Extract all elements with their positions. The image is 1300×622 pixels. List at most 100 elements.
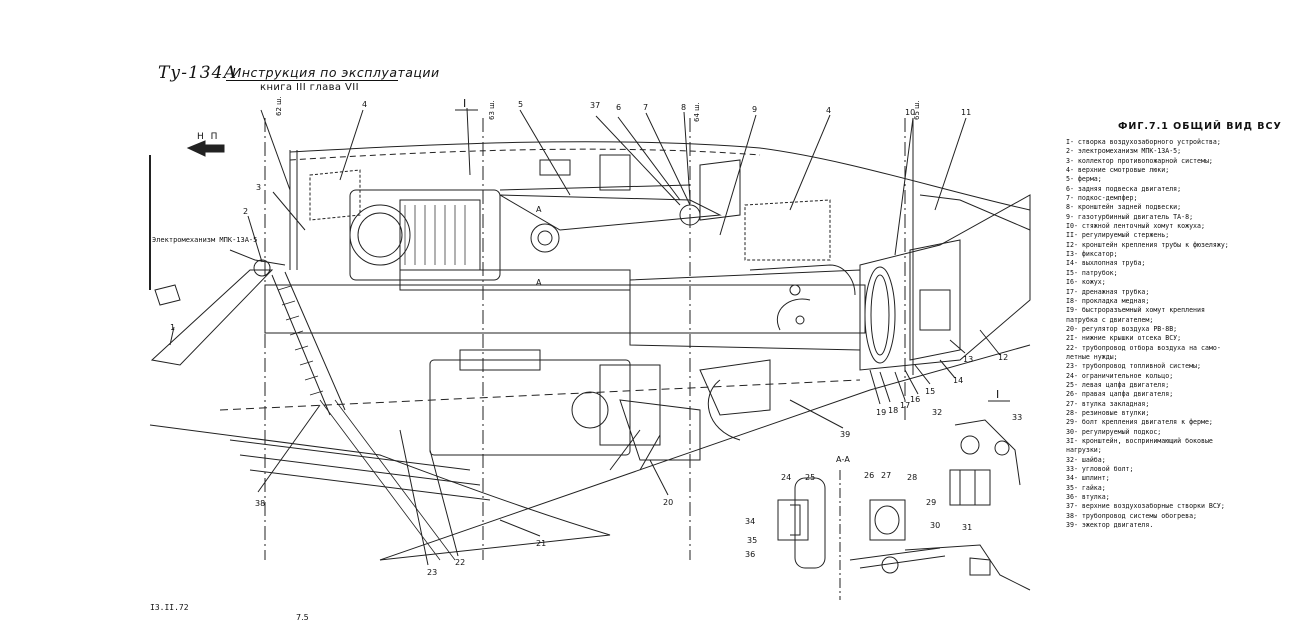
legend-item: 5- ферма; — [1066, 175, 1102, 184]
legend-item: I- створка воздухозаборного устройства; — [1066, 138, 1221, 146]
callout-1: 1 — [170, 323, 175, 332]
legend-item: 4- верхние смотровые люки; — [1066, 166, 1170, 175]
legend-item: 25- левая цапфа двигателя; — [1066, 380, 1170, 389]
callout-34: 34 — [745, 517, 755, 526]
frame-label-62: 62 ш. — [275, 96, 283, 116]
legend-item: I4- выхлопная труба; — [1066, 259, 1146, 268]
legend-item: 7- подкос-демпфер; — [1066, 194, 1138, 203]
legend-item: 22- трубопровод отбора воздуха на само- — [1066, 343, 1221, 352]
direction-arrow-icon — [186, 140, 225, 157]
callout-9: 9 — [752, 105, 757, 114]
legend-item: 2- электромеханизм МПК-13А-5; — [1066, 147, 1182, 156]
callout-13: 13 — [963, 355, 973, 364]
aircraft-logo: Ту-134А — [158, 63, 238, 83]
callout-17: 17 — [900, 401, 910, 410]
callout-7: 7 — [643, 103, 648, 112]
mechanism-label: Электромеханизм МПК-13А-5 — [152, 236, 258, 244]
legend-item: 3I- кронштейн, воспринимающий боковые — [1066, 437, 1213, 445]
section-aa-label: А-А — [836, 455, 850, 464]
callout-28: 28 — [907, 473, 917, 482]
legend-item: I0- стяжной ленточный хомут кожуха; — [1066, 222, 1205, 231]
section-mark-i-main: I — [463, 97, 466, 110]
legend-item: 29- болт крепления двигателя к ферме; — [1066, 418, 1213, 427]
callout-37: 37 — [590, 101, 600, 110]
frame-label-63: 63 ш. — [488, 100, 496, 120]
legend-item: 3- коллектор противопожарной системы; — [1066, 156, 1213, 165]
callout-14: 14 — [953, 376, 963, 385]
callout-3: 3 — [256, 183, 261, 192]
callout-5: 5 — [518, 100, 523, 109]
callout-8: 8 — [681, 103, 686, 112]
legend-item: 28- резиновые втулки; — [1066, 408, 1150, 417]
callout-4b: 4 — [826, 106, 831, 115]
callout-39: 39 — [840, 430, 850, 439]
callout-6: 6 — [616, 103, 621, 112]
callout-4a: 4 — [362, 100, 367, 109]
section-mark-i-detail: I — [996, 388, 999, 401]
callout-11: 11 — [961, 108, 971, 117]
title-underline — [226, 80, 398, 81]
legend-item: 2I- нижние крышки отсека ВСУ; — [1066, 334, 1182, 343]
callout-27: 27 — [881, 471, 891, 480]
page-number: 7.5 — [296, 613, 309, 622]
figure-title: ФИГ.7.1 ОБЩИЙ ВИД ВСУ — [1118, 121, 1282, 132]
legend-item: 39- эжектор двигателя. — [1066, 521, 1154, 530]
direction-label: Н П — [197, 132, 220, 142]
legend-item: I7- дренажная трубка; — [1066, 287, 1150, 296]
callout-19: 19 — [876, 408, 886, 417]
legend-item: 23- трубопровод топливной системы; — [1066, 362, 1201, 371]
legend-item: I3- фиксатор; — [1066, 250, 1118, 259]
callout-2: 2 — [243, 207, 248, 216]
callout-numbers: 1 2 3 4 4 5 6 7 8 9 10 11 12 13 14 15 16… — [170, 100, 1022, 577]
legend-item: 24- ограничительное кольцо; — [1066, 371, 1174, 380]
legend-item: летные нужды; — [1066, 352, 1118, 361]
document-title: Инструкция по эксплуатации — [232, 65, 440, 80]
fuselage-upper-line — [289, 141, 1031, 211]
callout-12: 12 — [998, 353, 1008, 362]
document-subtitle: книга III глава VII — [260, 82, 359, 93]
legend-item: I6- кожух; — [1066, 278, 1106, 287]
section-arrow-a-top: А — [536, 205, 542, 214]
legend-item: 30- регулируемый подкос; — [1066, 427, 1162, 436]
callout-23: 23 — [427, 568, 437, 577]
legend-item: I2- кронштейн крепления трубы к фюзеляжу… — [1066, 240, 1229, 249]
legend-item: I9- быстроразъемный хомут крепления — [1066, 306, 1205, 315]
legend-item: патрубка с двигателем; — [1066, 315, 1154, 324]
callout-24: 24 — [781, 473, 791, 482]
callout-31: 31 — [962, 523, 972, 532]
callout-20: 20 — [663, 498, 673, 507]
legend-item: I8- прокладка медная; — [1066, 296, 1150, 305]
callout-25: 25 — [805, 473, 815, 482]
parts-legend: I- створка воздухозаборного устройства;2… — [1066, 138, 1296, 530]
legend-item: нагрузки; — [1066, 446, 1102, 455]
legend-item: 26- правая цапфа двигателя; — [1066, 390, 1174, 399]
callout-22: 22 — [455, 558, 465, 567]
legend-item: 36- втулка; — [1066, 493, 1110, 502]
callout-18: 18 — [888, 406, 898, 415]
frame-label-64: 64 ш. — [693, 102, 701, 122]
legend-item: 32- шайба; — [1066, 455, 1106, 464]
callout-26: 26 — [864, 471, 874, 480]
legend-item: 20- регулятор воздуха РВ-8В; — [1066, 324, 1178, 333]
legend-item: 27- втулка закладная; — [1066, 399, 1150, 408]
legend-item: I5- патрубок; — [1066, 268, 1118, 277]
callout-32: 32 — [932, 408, 942, 417]
callout-21: 21 — [536, 539, 546, 548]
legend-item: 9- газотурбинный двигатель ТА-8; — [1066, 212, 1194, 221]
legend-item: 37- верхние воздухозаборные створки ВСУ; — [1066, 502, 1225, 511]
callout-38: 38 — [255, 499, 265, 508]
legend-item: 35- гайка; — [1066, 483, 1106, 492]
legend-item: 38- трубопровод системы обогрева; — [1066, 511, 1198, 520]
callout-30: 30 — [930, 521, 940, 530]
frame-labels: 62 ш. 63 ш. 64 ш. 65 ш. — [275, 96, 921, 122]
section-markers: I I А А — [455, 97, 1010, 402]
callout-16: 16 — [910, 395, 920, 404]
legend-item: 34- шплинт; — [1066, 474, 1110, 483]
footer-date: I3.II.72 — [150, 603, 189, 612]
callout-36: 36 — [745, 550, 755, 559]
callout-10: 10 — [905, 108, 915, 117]
legend-item: 33- угловой болт; — [1066, 465, 1134, 474]
callout-35: 35 — [747, 536, 757, 545]
frame-label-65: 65 ш. — [913, 100, 921, 120]
callout-29: 29 — [926, 498, 936, 507]
